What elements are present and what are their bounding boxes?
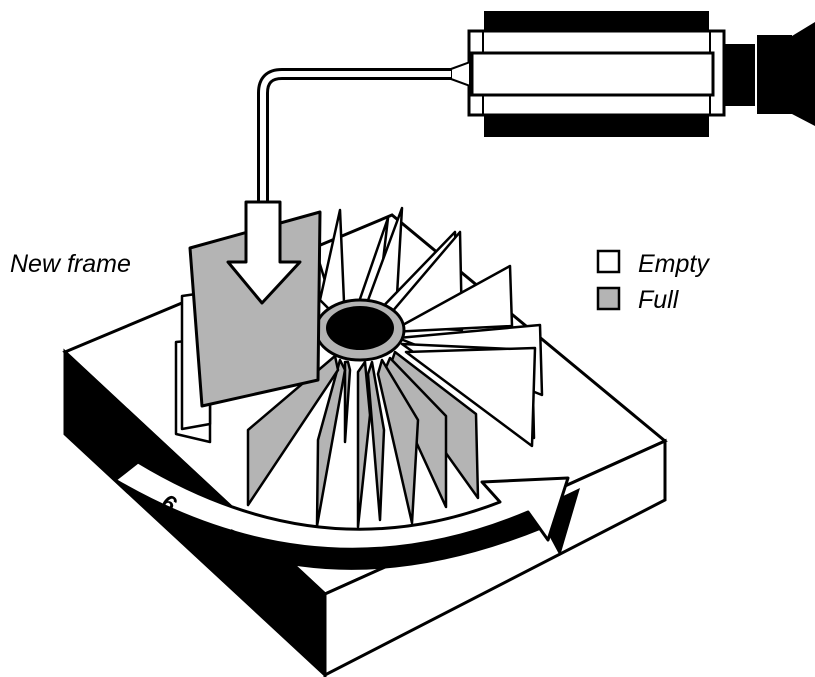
slot-number: 4 [294,540,311,568]
new-frame-label: New frame [10,250,131,278]
empty-frame [388,264,514,334]
camera-lens-hood [792,22,815,126]
slot-number: 3 [355,545,368,571]
full-frame [246,354,340,507]
legend-empty-swatch [596,249,621,274]
full-frame [366,360,386,522]
legend-empty-label: Empty [638,250,710,278]
full-frame [343,360,352,444]
cable [257,68,451,215]
new-frame-assembly [188,200,322,408]
rotation-arrow-body [113,460,570,551]
legend-full-label: Full [638,286,680,314]
full-frame [356,360,372,529]
legend-full-swatch [596,286,621,311]
empty-frame [404,346,537,448]
rotation-arrow-shadow [150,488,580,570]
cable-connector [450,60,471,88]
hub-hole [326,306,394,350]
legend: Empty Full [596,249,710,314]
camera-top-band [484,11,709,33]
full-frame [376,358,420,525]
rotation-arrow [113,460,580,570]
slot-number: 2 [410,539,427,567]
camera-cable [257,60,471,215]
camera-bottom-band [484,113,709,137]
full-frames [246,350,480,529]
down-arrow-icon [226,200,302,305]
hub [314,298,406,362]
camera [467,11,815,137]
camera-lens-ring-2 [757,35,792,114]
camera-slot [470,51,715,97]
camera-lens-ring-1 [724,44,755,106]
